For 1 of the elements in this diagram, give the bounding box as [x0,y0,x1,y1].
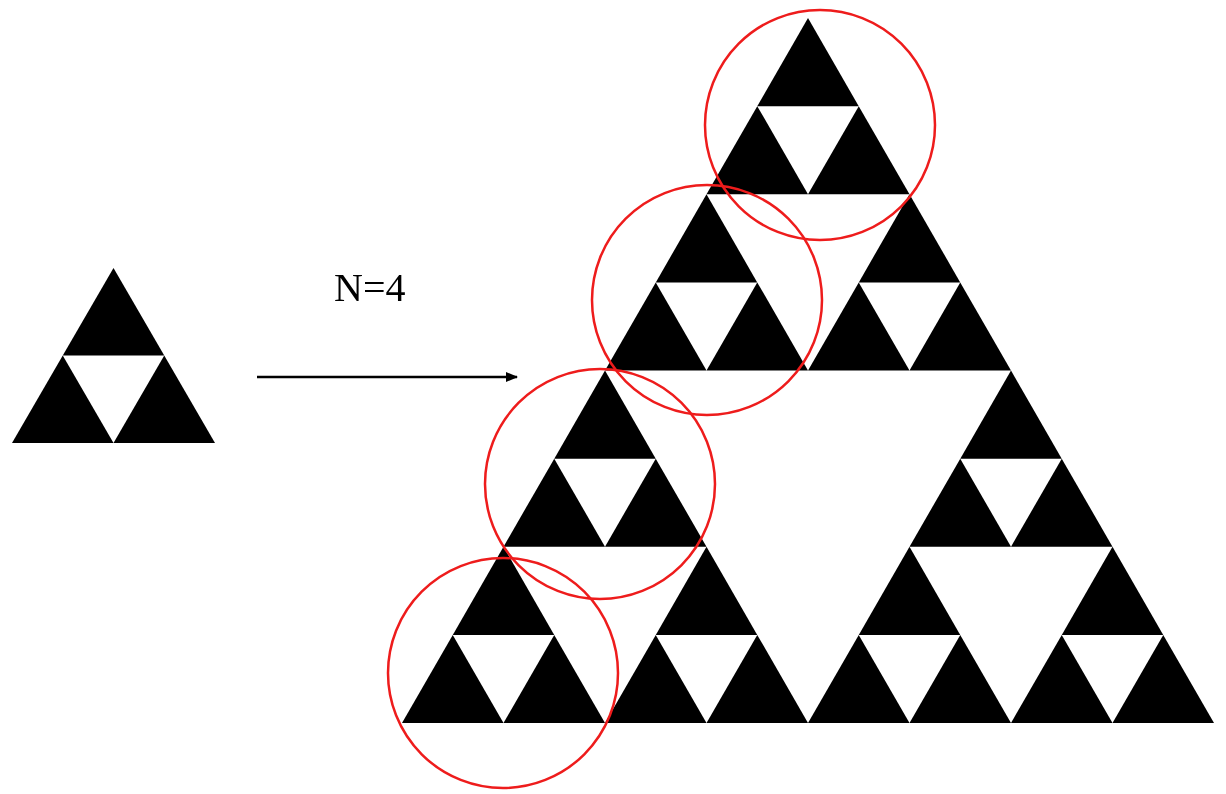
arrow [257,372,518,382]
